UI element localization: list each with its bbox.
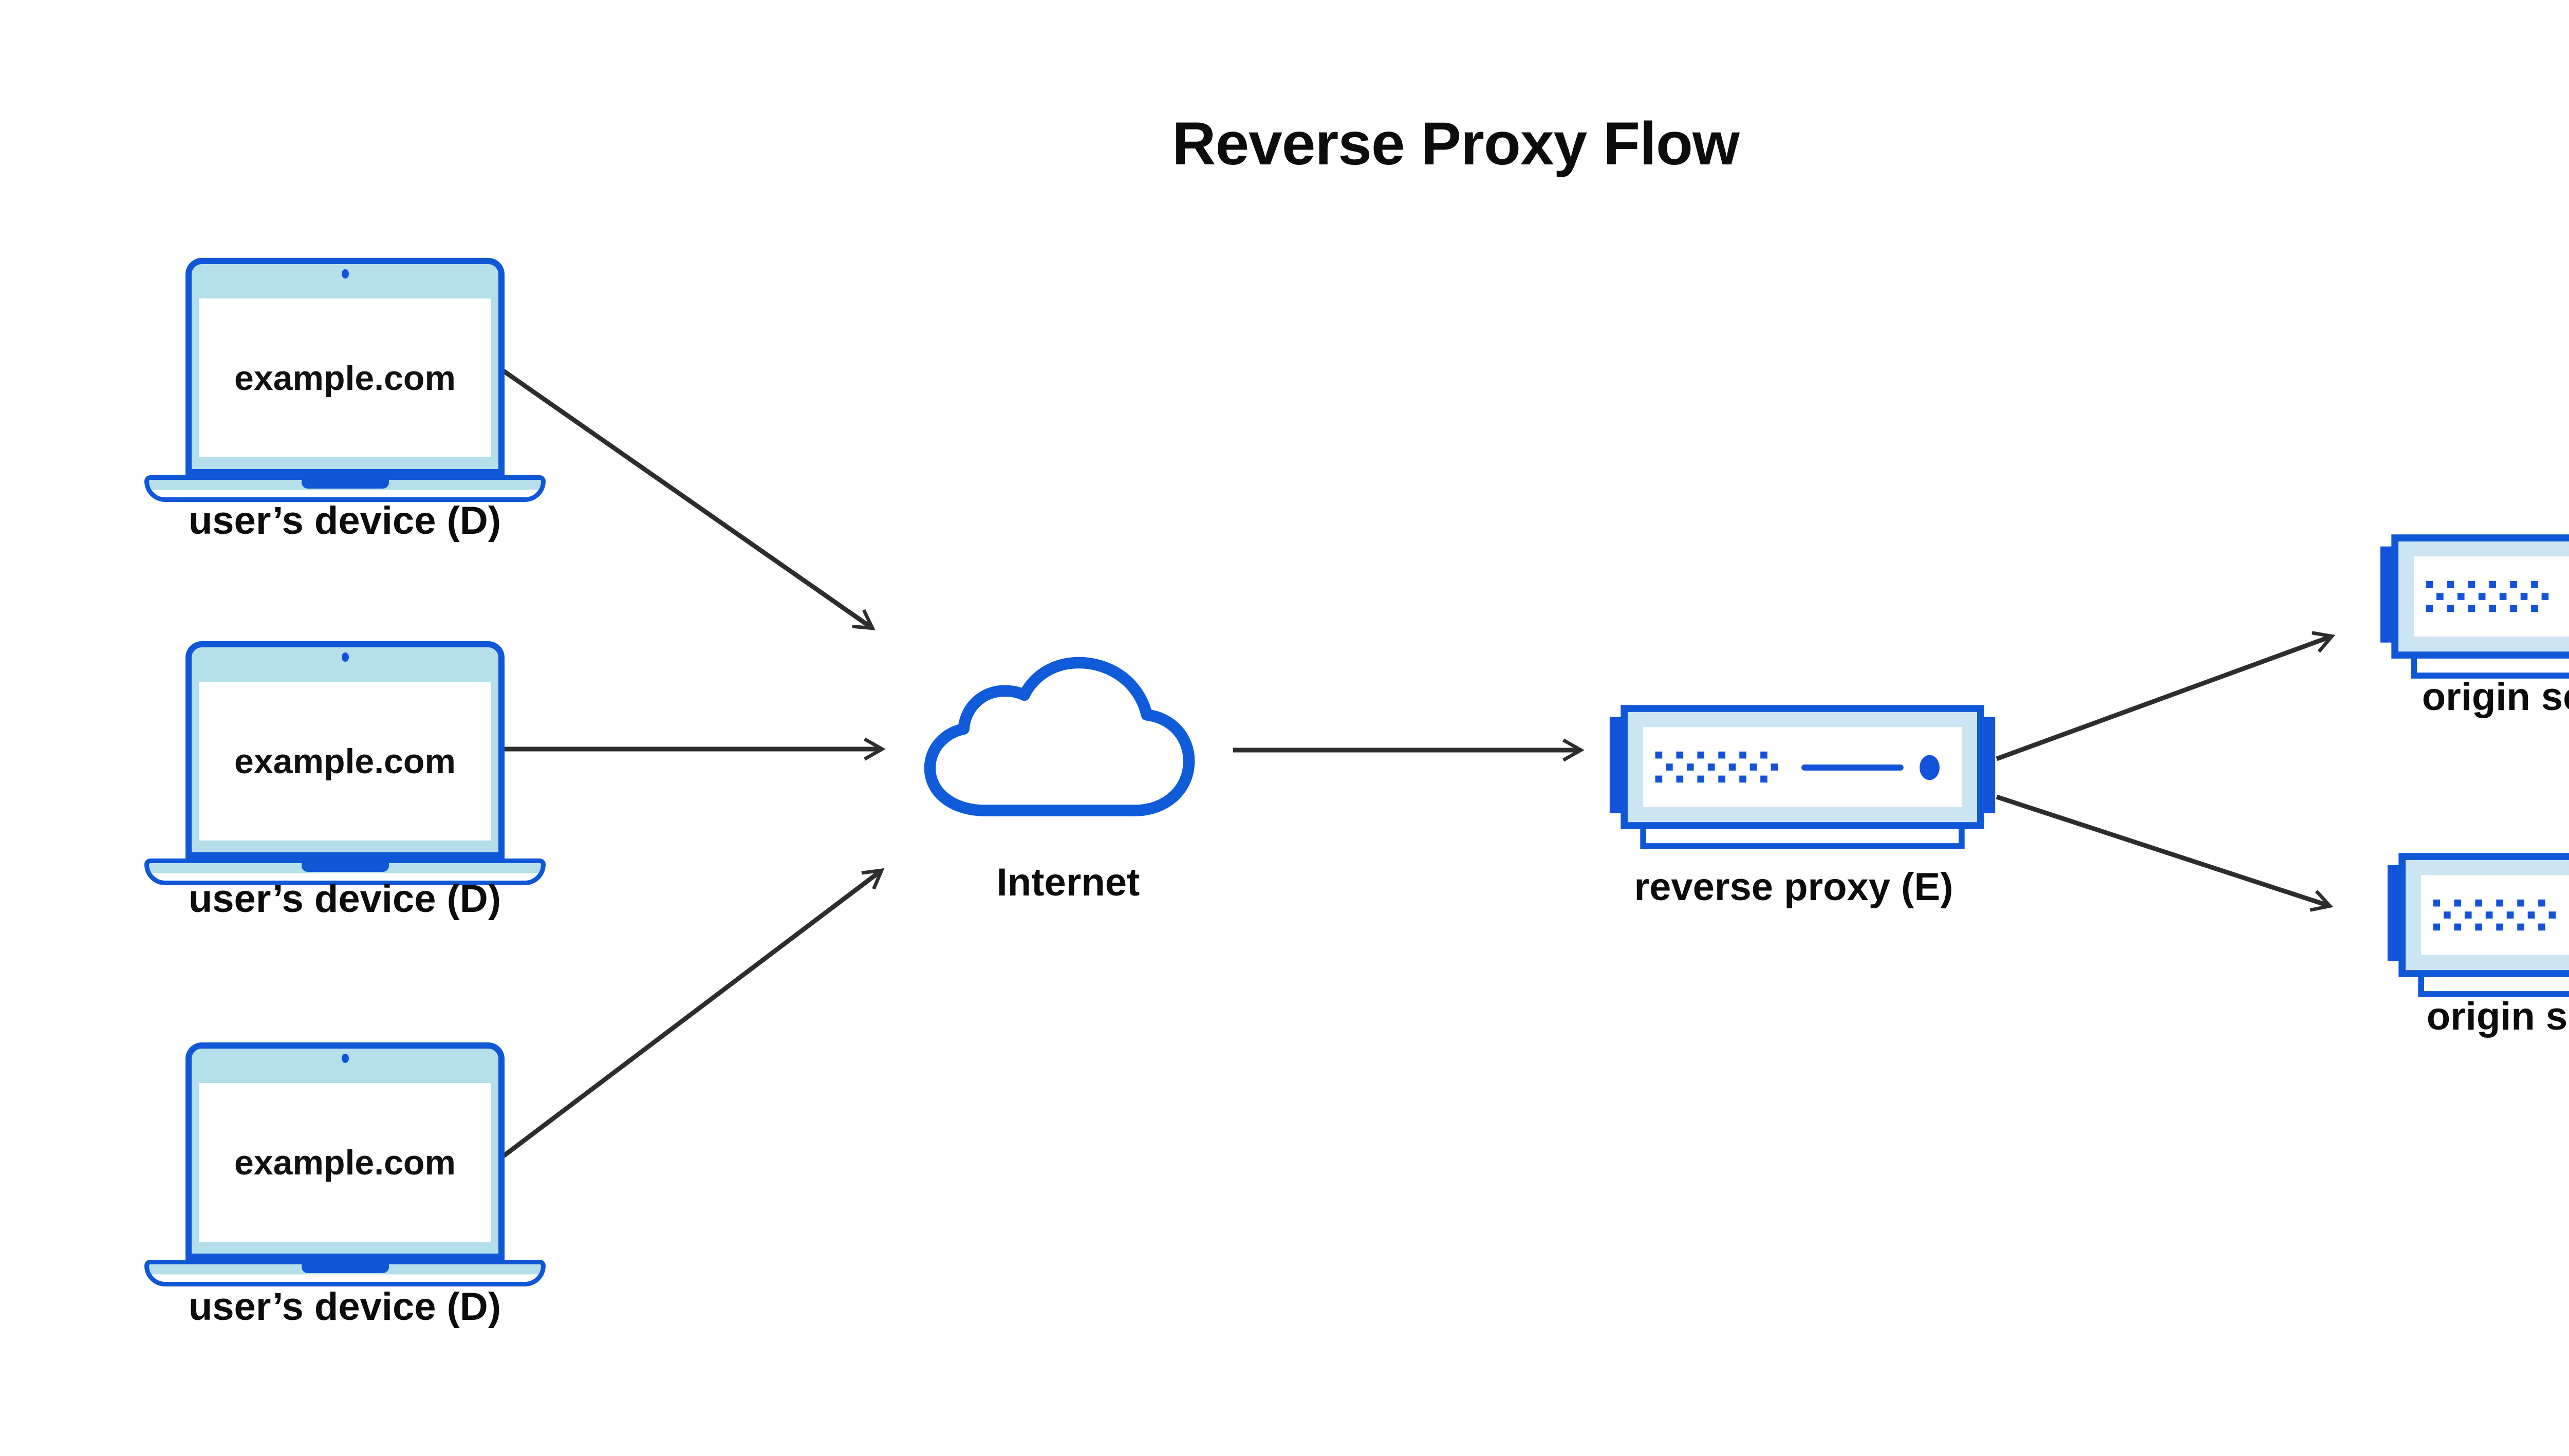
device-screen: example.com <box>199 298 491 457</box>
device-screen-url: example.com <box>234 741 456 781</box>
server-icon <box>2387 853 2569 997</box>
label-user-device-1: user’s device (D) <box>188 499 501 543</box>
device-screen: example.com <box>199 1083 491 1242</box>
node-user-device-2: example.com <box>144 641 546 885</box>
edge-proxy-origin1 <box>1996 631 2336 761</box>
label-internet: Internet <box>996 861 1140 904</box>
laptop-notch <box>301 1264 389 1273</box>
laptop-base <box>144 1260 546 1286</box>
laptop-icon: example.com <box>185 258 505 475</box>
label-origin-server-1: origin server (F) <box>2422 675 2569 719</box>
laptop-camera-dot <box>341 1054 349 1063</box>
server-dot-matrix <box>2426 581 2549 612</box>
laptop-camera-dot <box>341 269 349 278</box>
node-user-device-3: example.com <box>144 1042 546 1286</box>
label-reverse-proxy: reverse proxy (E) <box>1634 865 1953 909</box>
cloud-icon <box>924 657 1195 816</box>
diagram-title: Reverse Proxy Flow <box>1172 110 1740 178</box>
laptop-notch <box>301 863 389 872</box>
laptop-base <box>144 858 546 885</box>
device-screen: example.com <box>199 682 491 841</box>
laptop-camera-dot <box>341 652 349 662</box>
laptop-icon: example.com <box>185 1042 505 1260</box>
label-origin-server-2: origin server (F) <box>2426 995 2569 1038</box>
device-screen-url: example.com <box>234 1143 456 1182</box>
server-dot-matrix <box>1655 751 1778 783</box>
edge-device3-internet <box>502 868 885 1158</box>
laptop-icon: example.com <box>185 641 505 858</box>
edge-device1-internet <box>502 369 876 630</box>
laptop-base <box>144 475 546 502</box>
server-icon <box>1609 705 1996 849</box>
laptop-notch <box>301 480 389 489</box>
label-user-device-2: user’s device (D) <box>188 877 501 921</box>
edge-proxy-origin2 <box>1996 794 2334 912</box>
node-user-device-1: example.com <box>144 258 546 502</box>
server-icon <box>2380 534 2569 679</box>
device-screen-url: example.com <box>234 358 456 398</box>
label-user-device-3: user’s device (D) <box>188 1285 501 1329</box>
server-dot-matrix <box>2433 899 2556 931</box>
